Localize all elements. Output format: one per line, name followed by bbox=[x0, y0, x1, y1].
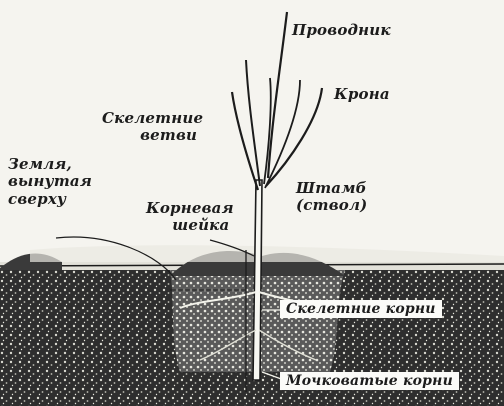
label-skeletal-branches-line2: ветви bbox=[102, 127, 203, 144]
label-crown: Крона bbox=[334, 86, 390, 103]
label-soil-line1: Земля, bbox=[8, 156, 92, 173]
label-soil-line3: сверху bbox=[8, 191, 92, 208]
label-trunk-line1: Штамб bbox=[296, 180, 367, 197]
label-trunk: Штамб (ствол) bbox=[296, 180, 367, 215]
label-leader: Проводник bbox=[292, 22, 391, 39]
trunk-drawing bbox=[253, 180, 262, 380]
branch-left-inner bbox=[246, 60, 260, 186]
label-root-collar-line1: Корневая bbox=[146, 200, 234, 217]
label-skeletal-branches-line1: Скелетние bbox=[102, 110, 203, 127]
label-fibrous-roots: Мочковатые корни bbox=[280, 372, 459, 390]
label-skeletal-branches: Скелетние ветви bbox=[102, 110, 203, 145]
label-trunk-line2: (ствол) bbox=[296, 197, 367, 214]
branch-right-outer bbox=[266, 88, 322, 186]
label-soil-removed: Земля, вынутая сверху bbox=[8, 156, 92, 208]
label-root-collar: Корневая шейка bbox=[146, 200, 234, 235]
label-soil-line2: вынутая bbox=[8, 173, 92, 190]
label-skeletal-roots: Скелетние корни bbox=[280, 300, 442, 318]
label-root-collar-line2: шейка bbox=[146, 217, 234, 234]
